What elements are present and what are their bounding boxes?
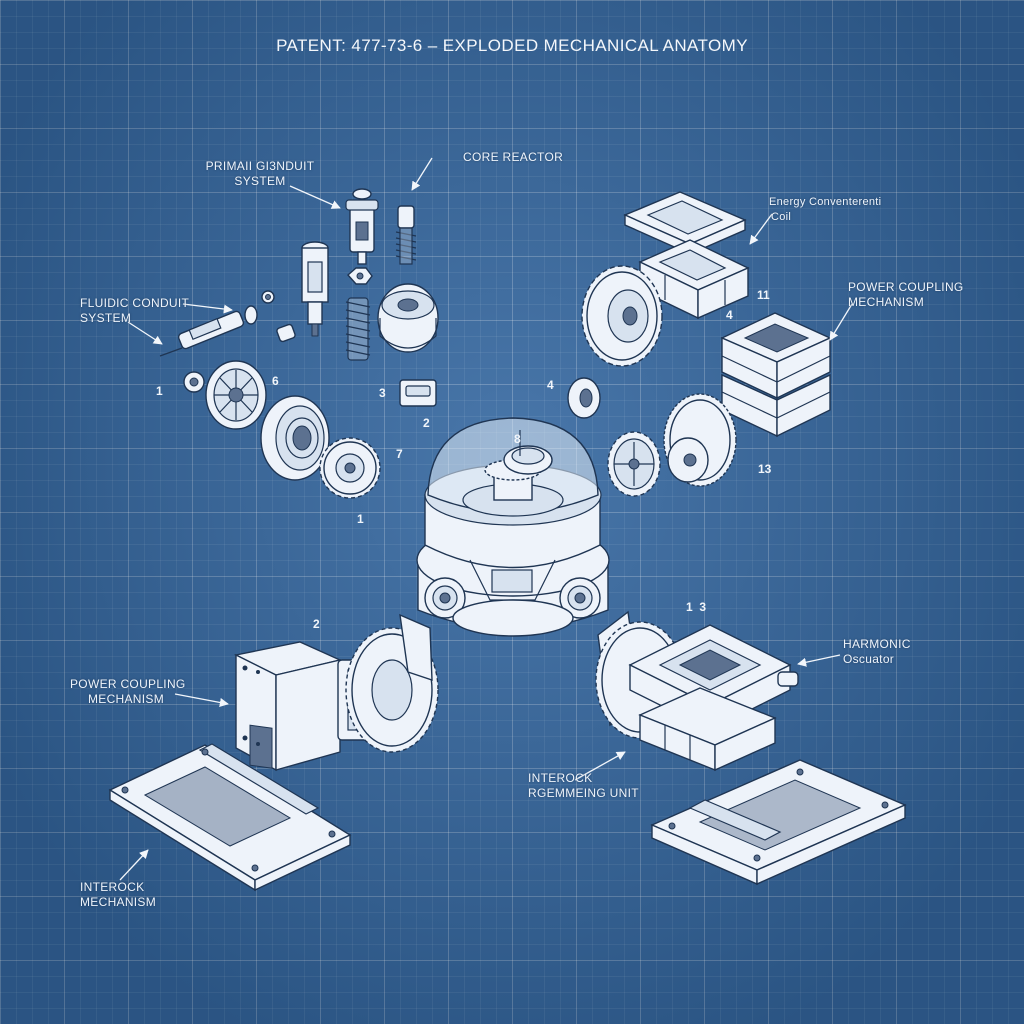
part-number-4-right: 4 [726, 308, 733, 322]
core-reactor-assembly [416, 417, 610, 637]
label-harmonic-oscillator-line1: HARMONIC [843, 637, 911, 651]
label-energy-converter-line1: Energy Conventerenti [769, 196, 882, 208]
power-coupling-stack [720, 312, 832, 438]
label-primary-conduit-line1: PRIMAII GI3NDUIT [205, 159, 315, 173]
part-number-2: 2 [423, 416, 430, 430]
bushing-ring-part [567, 377, 601, 419]
label-power-coupling-right-line2: MECHANISM [848, 295, 925, 309]
label-fluidic-conduit: FLUIDIC CONDUIT SYSTEM [80, 296, 189, 326]
label-interlock-regenerating: INTEROCK RGEMMEING UNIT [528, 771, 639, 801]
compression-spring-part [345, 297, 371, 361]
part-number-11: 11 [757, 288, 770, 302]
label-power-coupling-right: POWER COUPLING MECHANISM [848, 280, 964, 310]
conduit-spring-part [395, 205, 417, 265]
interlock-mechanism-left [108, 743, 352, 892]
label-power-coupling-left: POWER COUPLING MECHANISM [70, 677, 186, 707]
hex-nut-part [347, 267, 373, 285]
conduit-tube-part [301, 241, 329, 337]
label-power-coupling-right-line1: POWER COUPLING [848, 280, 964, 294]
conduit-parts-group [159, 188, 439, 499]
label-core-reactor: CORE REACTOR [463, 150, 564, 164]
chain-drive-part [607, 393, 737, 497]
large-gear-part [581, 265, 663, 367]
label-harmonic-oscillator-line2: Oscuator [843, 652, 895, 666]
conduit-valve-part [345, 188, 379, 265]
part-number-6: 6 [272, 374, 279, 388]
bearing-housing-part [377, 283, 439, 353]
label-fluidic-conduit-line1: FLUIDIC CONDUIT [80, 296, 190, 310]
label-fluidic-conduit-line2: SYSTEM [80, 311, 132, 325]
label-interlock-mechanism-line1: INTEROCK [80, 880, 145, 894]
small-gear-part [319, 437, 381, 499]
part-number-core: 8 [514, 432, 521, 446]
diagram-title: PATENT: 477-73-6 – EXPLODED MECHANICAL A… [276, 36, 748, 55]
label-primary-conduit: PRIMAII GI3NDUIT SYSTEM [205, 159, 315, 189]
small-nut [276, 323, 296, 343]
label-harmonic-oscillator: HARMONIC Oscuator [843, 637, 911, 667]
small-block-part [399, 379, 437, 407]
harmonic-oscillator-assembly [595, 610, 799, 772]
fluidic-conduit-part [159, 305, 258, 357]
part-number-7: 7 [396, 447, 403, 461]
part-number-2-lower: 2 [313, 617, 320, 631]
label-interlock-regenerating-line1: INTEROCK [528, 771, 593, 785]
label-power-coupling-left-line1: POWER COUPLING [70, 677, 186, 691]
label-interlock-mechanism-line2: MECHANISM [80, 895, 157, 909]
label-primary-conduit-line2: SYSTEM [234, 174, 286, 188]
label-energy-converter: Energy Conventerenti Coil [769, 195, 881, 225]
part-number-4-mid: 4 [547, 378, 554, 392]
label-energy-converter-line2: Coil [771, 211, 792, 223]
pulley-wheel-part [183, 360, 267, 430]
part-number-1-left: 1 [156, 384, 163, 398]
part-number-1-lower: 1 [357, 512, 364, 526]
label-interlock-mechanism: INTEROCK MECHANISM [80, 880, 156, 910]
interlock-regenerating-unit [650, 759, 907, 886]
part-number-1-3: 1 3 [686, 600, 707, 614]
leader-lines [119, 157, 853, 881]
part-number-13: 13 [758, 462, 772, 476]
label-power-coupling-left-line2: MECHANISM [87, 692, 165, 706]
part-number-3: 3 [379, 386, 386, 400]
label-interlock-regenerating-line2: RGEMMEING UNIT [528, 786, 639, 800]
energy-converter-coil [623, 191, 750, 320]
flywheel-part [260, 395, 330, 481]
power-coupling-left-assembly [233, 613, 439, 772]
